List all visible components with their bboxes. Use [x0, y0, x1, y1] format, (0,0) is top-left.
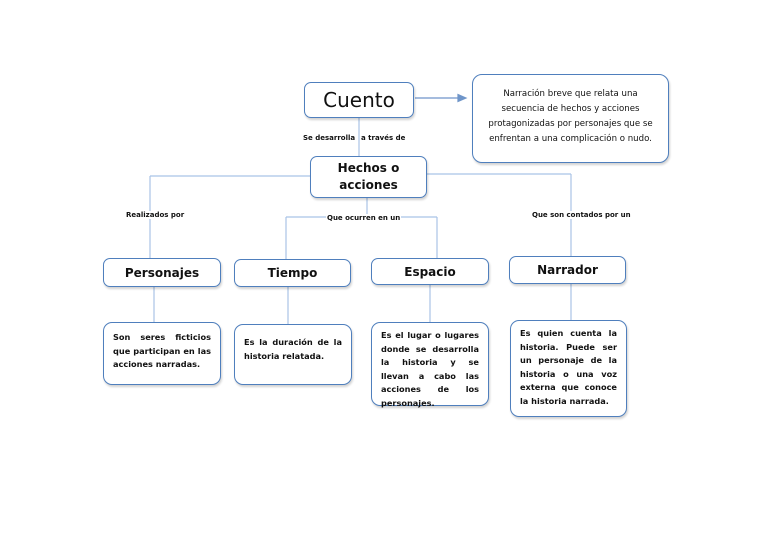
- node-personajes: Personajes: [103, 258, 221, 287]
- label-que-son-contados-por-un: Que son contados por un: [531, 211, 632, 219]
- definition-narrador-text: Es quien cuenta la historia. Puede ser u…: [520, 328, 617, 406]
- label-a-traves-de: a través de: [360, 134, 407, 142]
- root-title: Cuento: [323, 88, 395, 112]
- root-node-cuento: Cuento: [304, 82, 414, 118]
- node-espacio-title: Espacio: [404, 264, 456, 279]
- hub-node-hechos: Hechos o acciones: [310, 156, 427, 198]
- definition-narrador: Es quien cuenta la historia. Puede ser u…: [510, 320, 627, 417]
- label-realizados-por: Realizados por: [125, 211, 186, 219]
- label-se-desarrolla: Se desarrolla: [302, 134, 357, 142]
- node-narrador: Narrador: [509, 256, 626, 284]
- node-personajes-title: Personajes: [124, 265, 200, 280]
- definition-text: Narración breve que relata una secuencia…: [488, 89, 653, 144]
- node-narrador-title: Narrador: [537, 263, 598, 277]
- node-tiempo-title: Tiempo: [267, 266, 318, 280]
- node-espacio: Espacio: [371, 258, 489, 285]
- definition-personajes: Son seres ficticios que participan en la…: [103, 322, 221, 385]
- definition-box: Narración breve que relata una secuencia…: [472, 74, 669, 163]
- hub-title: Hechos o acciones: [337, 161, 400, 192]
- node-tiempo: Tiempo: [234, 259, 351, 287]
- definition-personajes-text: Son seres ficticios que participan en la…: [113, 332, 211, 369]
- definition-espacio: Es el lugar o lugares donde se desarroll…: [371, 322, 489, 408]
- label-que-ocurren-en-un: Que ocurren en un: [326, 214, 402, 222]
- definition-espacio-text: Es el lugar o lugares donde se desarroll…: [381, 330, 479, 408]
- definition-tiempo: Es la duración de la historia relatada.: [234, 324, 352, 385]
- definition-tiempo-text: Es la duración de la historia relatada.: [244, 337, 342, 361]
